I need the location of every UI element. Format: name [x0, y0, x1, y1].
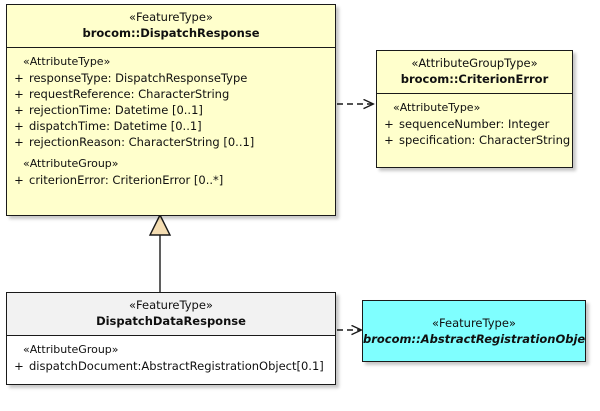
attribute-text: responseType: DispatchResponseType: [29, 71, 248, 85]
attribute-visibility: +: [14, 359, 24, 373]
attribute-text: rejectionReason: CharacterString [0..1]: [29, 135, 255, 149]
class-box-dispatch-response[interactable]: «FeatureType» brocom::DispatchResponse «…: [6, 4, 336, 216]
attribute-row[interactable]: + rejectionTime: Datetime [0..1]: [9, 102, 333, 118]
attribute-row[interactable]: + responseType: DispatchResponseType: [9, 70, 333, 86]
attribute-row[interactable]: + specification: CharacterString: [379, 132, 570, 148]
attribute-visibility: +: [384, 117, 394, 131]
class-stereotype: «AttributeGroupType»: [411, 56, 538, 70]
attribute-row[interactable]: + sequenceNumber: Integer: [379, 116, 570, 132]
attribute-text: criterionError: CriterionError [0..*]: [29, 173, 224, 187]
attribute-visibility: +: [14, 173, 24, 187]
class-name: brocom::CriterionError: [400, 72, 549, 86]
class-stereotype: «FeatureType»: [432, 315, 516, 330]
class-box-criterion-error[interactable]: «AttributeGroupType» brocom::CriterionEr…: [376, 50, 573, 168]
compartment-label-attribute-group: «AttributeGroup»: [23, 343, 119, 356]
generalization-triangle-icon: [148, 213, 172, 236]
attribute-text: sequenceNumber: Integer: [399, 117, 550, 131]
attribute-text: dispatchTime: Datetime [0..1]: [29, 119, 202, 133]
compartment-label-attribute-group: «AttributeGroup»: [23, 157, 119, 170]
generalization-line: [148, 213, 172, 292]
class-body-dispatch-data-response: «AttributeGroup» + dispatchDocument:Abst…: [7, 336, 335, 379]
class-header-dispatch-data-response: «FeatureType» DispatchDataResponse: [7, 293, 335, 336]
class-name: brocom::AbstractRegistrationObject: [363, 331, 586, 346]
attribute-visibility: +: [14, 135, 24, 149]
compartment-label-attribute-type: «AttributeType»: [393, 101, 481, 114]
attribute-text: specification: CharacterString: [399, 133, 571, 147]
attribute-visibility: +: [14, 87, 24, 101]
attribute-visibility: +: [14, 119, 24, 133]
class-box-dispatch-data-response[interactable]: «FeatureType» DispatchDataResponse «Attr…: [6, 292, 336, 385]
attribute-visibility: +: [14, 103, 24, 117]
attribute-text: requestReference: CharacterString: [29, 87, 230, 101]
class-body-dispatch-response: «AttributeType» + responseType: Dispatch…: [7, 48, 335, 193]
class-header-criterion-error: «AttributeGroupType» brocom::CriterionEr…: [377, 51, 572, 94]
attribute-text: rejectionTime: Datetime [0..1]: [29, 103, 203, 117]
attribute-row[interactable]: + requestReference: CharacterString: [9, 86, 333, 102]
attribute-row[interactable]: + criterionError: CriterionError [0..*]: [9, 172, 333, 188]
attribute-visibility: +: [384, 133, 394, 147]
attribute-row[interactable]: + dispatchDocument:AbstractRegistrationO…: [9, 358, 333, 374]
class-header-abstract-registration-object: «FeatureType» brocom::AbstractRegistrati…: [363, 316, 585, 347]
compartment-label-attribute-type: «AttributeType»: [23, 55, 111, 68]
attribute-visibility: +: [14, 71, 24, 85]
class-name: brocom::DispatchResponse: [82, 26, 260, 40]
attribute-row[interactable]: + dispatchTime: Datetime [0..1]: [9, 118, 333, 134]
class-name: DispatchDataResponse: [96, 314, 246, 328]
attribute-text: dispatchDocument:AbstractRegistrationObj…: [29, 359, 324, 373]
class-stereotype: «FeatureType»: [129, 10, 213, 24]
attribute-row[interactable]: + rejectionReason: CharacterString [0..1…: [9, 134, 333, 150]
class-box-abstract-registration-object[interactable]: «FeatureType» brocom::AbstractRegistrati…: [362, 300, 586, 362]
class-header-dispatch-response: «FeatureType» brocom::DispatchResponse: [7, 5, 335, 48]
class-stereotype: «FeatureType»: [129, 298, 213, 312]
class-body-criterion-error: «AttributeType» + sequenceNumber: Intege…: [377, 94, 572, 153]
